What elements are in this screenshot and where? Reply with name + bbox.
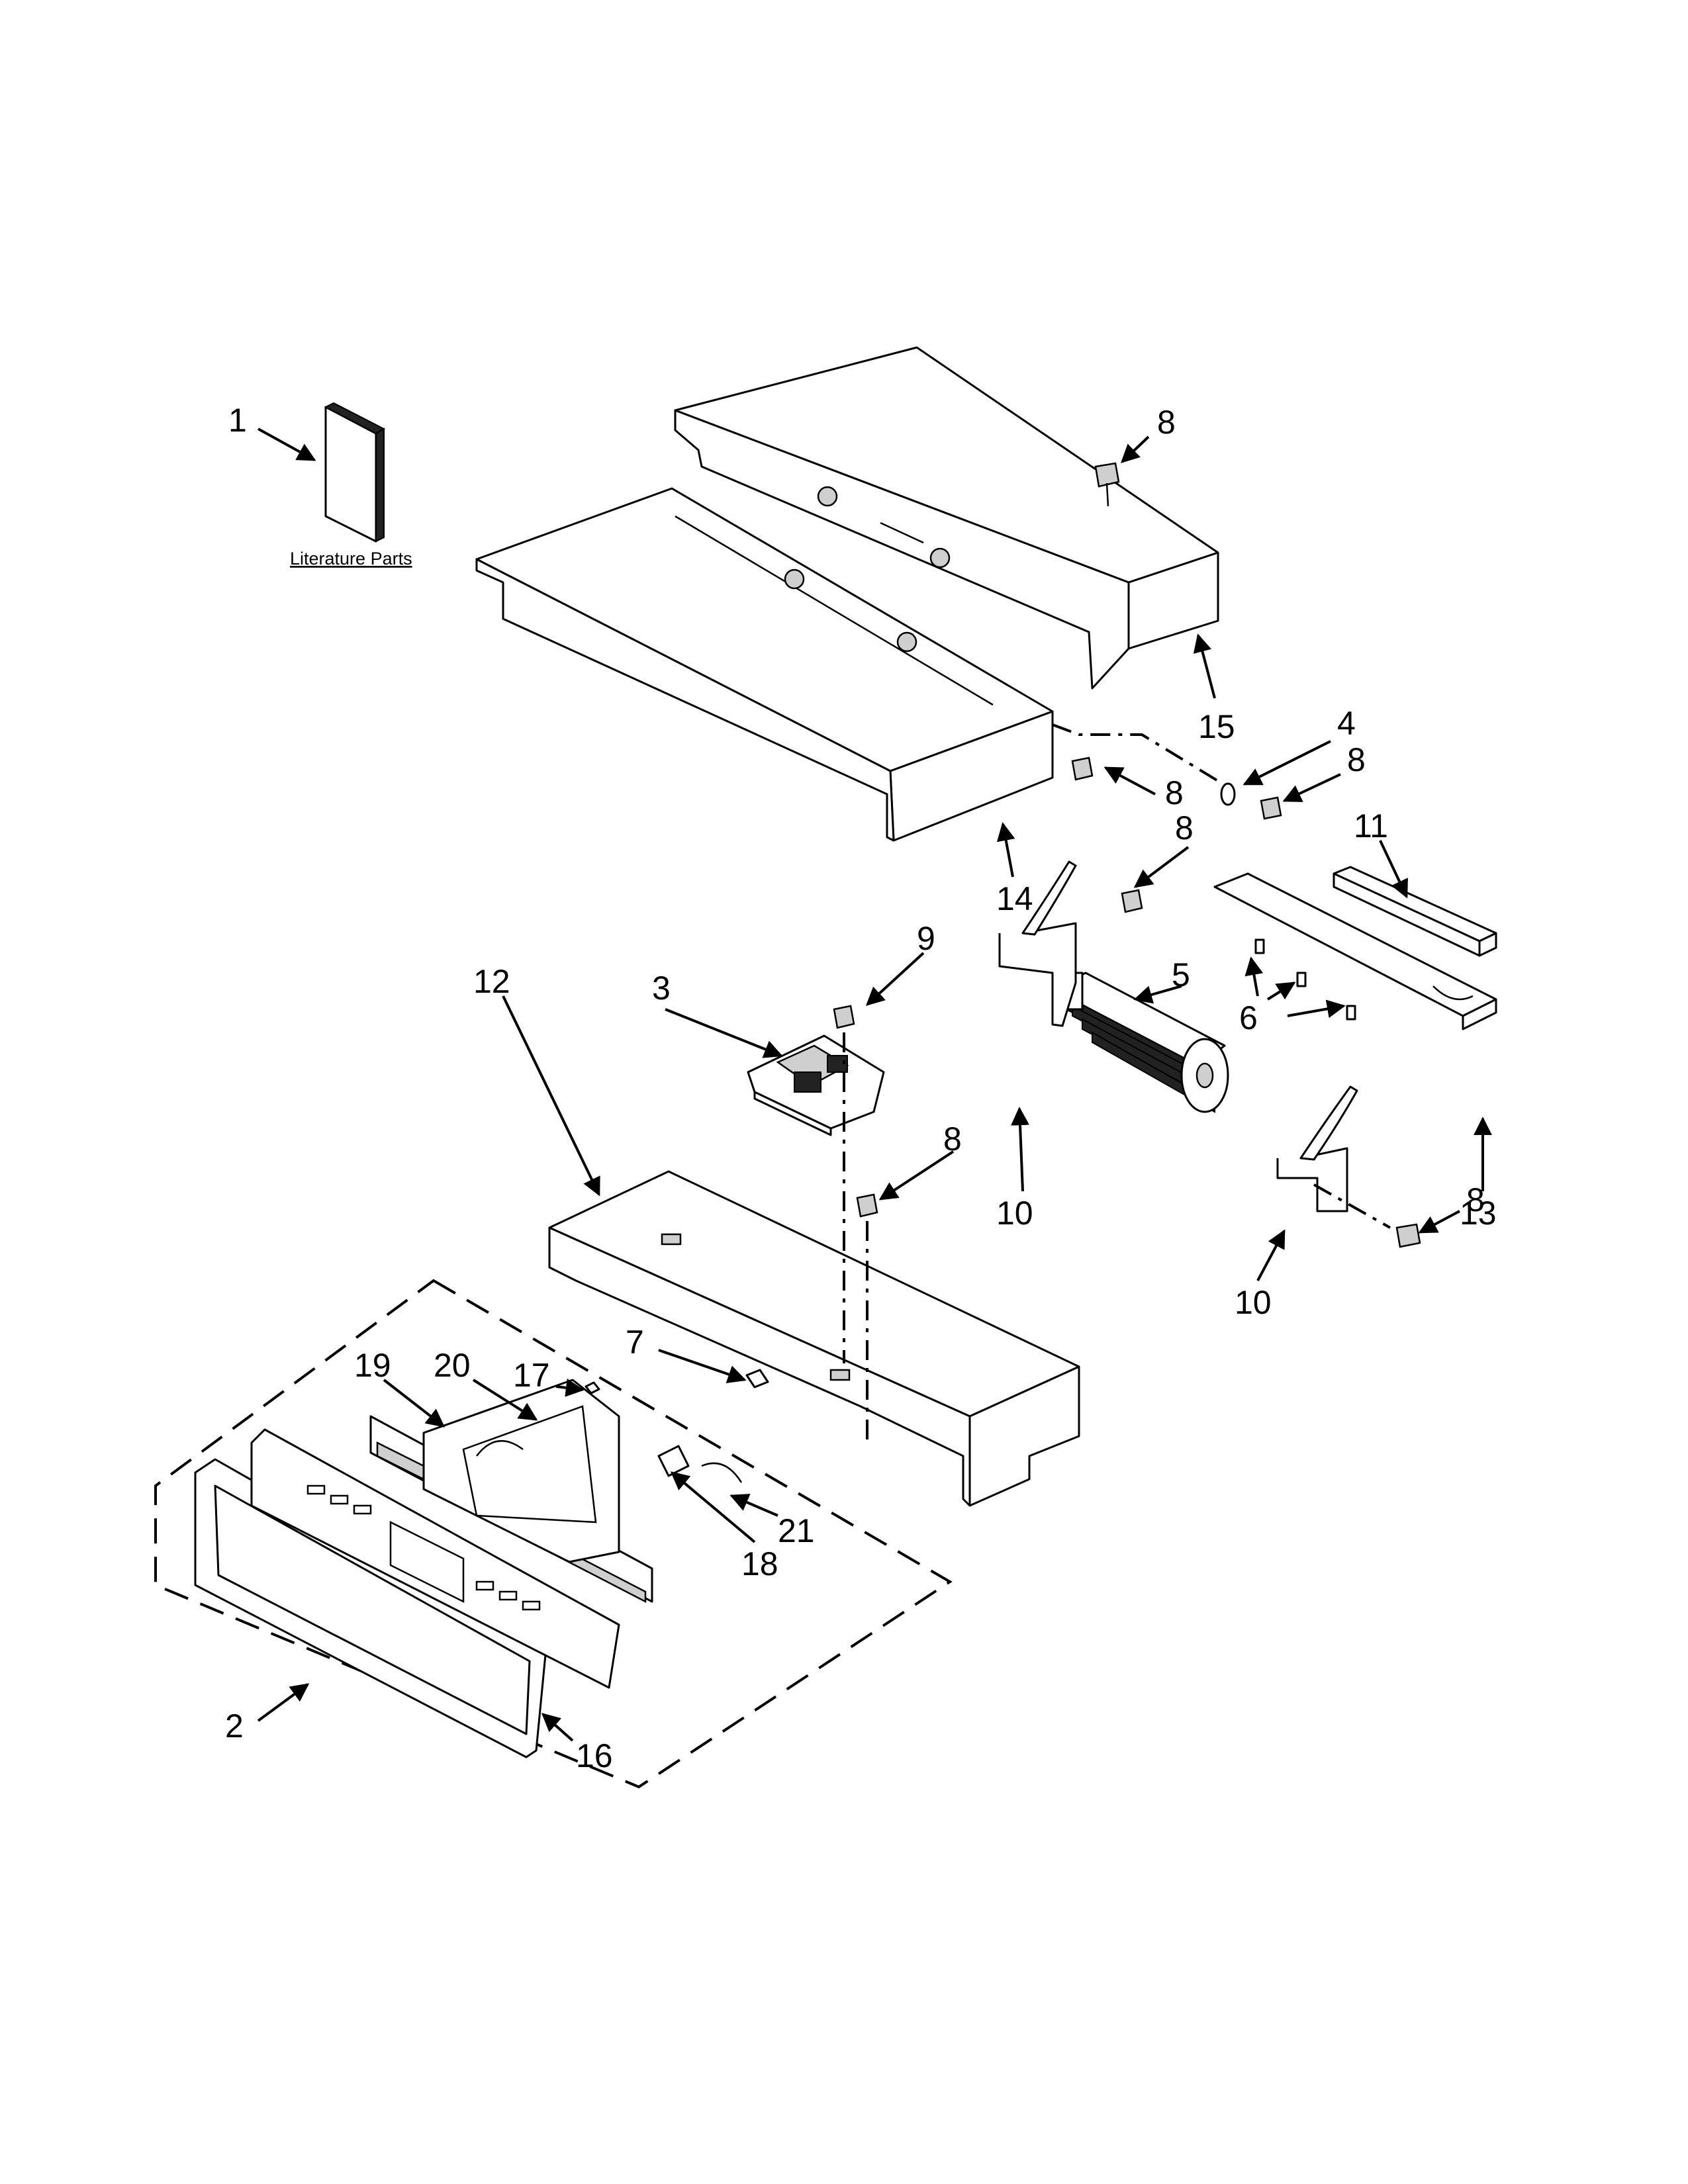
callout-14: 14 <box>996 880 1033 917</box>
fan-mount-bracket-right-part <box>1276 1085 1358 1212</box>
callout-21: 21 <box>778 1512 815 1549</box>
literature-booklet-part: Literature Parts <box>290 402 412 569</box>
connector-18-part <box>657 1445 690 1477</box>
callout-7: 7 <box>626 1324 644 1361</box>
callout-8-lower-right: 8 <box>1466 1181 1485 1218</box>
callout-18: 18 <box>741 1545 778 1582</box>
literature-parts-label: Literature Parts <box>290 549 412 569</box>
screw-8-right-part <box>1260 796 1282 820</box>
blower-fan-part <box>1051 972 1229 1113</box>
washer-4-part <box>1220 782 1236 806</box>
upper-top-cover-part <box>674 346 1219 690</box>
callout-6: 6 <box>1239 999 1258 1036</box>
screw-8-lower-right-part <box>1395 1223 1421 1248</box>
callout-2: 2 <box>225 1707 244 1745</box>
callout-8-mid: 8 <box>1165 774 1184 811</box>
callout-15: 15 <box>1198 708 1235 745</box>
callout-1: 1 <box>228 402 247 439</box>
control-panel-trim-part <box>194 1458 547 1758</box>
callout-12: 12 <box>473 963 510 1000</box>
callout-8-bracket: 8 <box>1175 809 1194 846</box>
callout-4: 4 <box>1337 705 1356 742</box>
lower-top-cover-part <box>475 487 1054 842</box>
callout-numbers: 1 8 15 4 8 8 11 8 14 9 3 5 6 13 12 8 10 … <box>225 402 1497 1774</box>
alignment-lines <box>843 723 1391 1439</box>
screw-8-panel-part <box>856 1193 878 1218</box>
callout-20: 20 <box>434 1347 471 1384</box>
insulation-strip-part <box>1333 866 1497 957</box>
callout-3: 3 <box>652 970 671 1007</box>
callout-5: 5 <box>1172 956 1190 993</box>
callout-9: 9 <box>917 920 935 957</box>
control-board-part <box>747 1034 885 1136</box>
callout-16: 16 <box>576 1737 613 1774</box>
callout-8-panel: 8 <box>943 1120 962 1158</box>
screw-8-top-part <box>1094 462 1120 507</box>
callout-10-left: 10 <box>996 1195 1033 1232</box>
callout-8-top: 8 <box>1157 404 1176 441</box>
screw-9-part <box>833 1005 855 1029</box>
clip-7-part <box>745 1369 769 1388</box>
callout-19: 19 <box>354 1347 391 1384</box>
callout-leaders <box>257 428 1492 1742</box>
screw-8-bracket-part <box>1121 889 1143 913</box>
callout-10-right: 10 <box>1235 1284 1272 1321</box>
fan-mount-bracket-left-part <box>998 860 1077 1027</box>
callout-17: 17 <box>513 1357 550 1394</box>
control-mount-panel-part <box>548 1170 1080 1507</box>
screw-8-mid-part <box>1071 756 1094 781</box>
callout-8-right: 8 <box>1347 741 1366 778</box>
callout-11: 11 <box>1354 807 1388 844</box>
wire-harness-21-part <box>701 1462 743 1483</box>
connector-17-part <box>585 1381 600 1394</box>
callout-13: 13 <box>1460 1195 1497 1232</box>
fan-bracket-part <box>1213 872 1497 1030</box>
control-glass-part <box>250 1428 620 1689</box>
pins-6-part <box>1254 938 1356 1021</box>
